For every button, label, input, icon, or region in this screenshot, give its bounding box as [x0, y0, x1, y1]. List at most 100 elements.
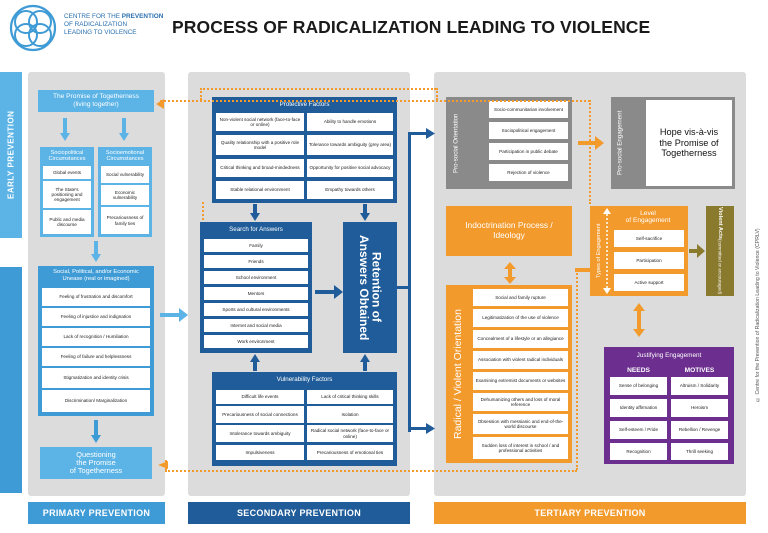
socioemotional-title: Socioemotional Circumstances	[105, 149, 145, 162]
indoctrination-label: Indoctrination Process / Ideology	[465, 220, 553, 240]
vulnerability-item: Isolation	[307, 406, 393, 423]
unease-item: Feeling of frustration and discomfort	[42, 288, 150, 306]
arrow-down-right-1	[119, 118, 129, 147]
arrow-down-to-unease	[91, 241, 101, 268]
sociopolitical-item: Public and media discourse	[43, 210, 91, 234]
dotted-line-secondary-down	[436, 88, 438, 100]
radical-item: Sudden loss of interest in school / and …	[473, 437, 568, 459]
arrow-search-to-retention	[315, 285, 343, 304]
dotted-line-secondary-top	[200, 88, 436, 90]
arrow-right-icon	[689, 244, 705, 258]
dotted-line-secondary-rise	[202, 202, 204, 220]
retention-label: Retention of Answers Obtained	[357, 234, 384, 341]
unease-item: Discrimination/ Marginalization	[42, 390, 150, 412]
protective-item: Empathy towards others	[307, 181, 393, 199]
justifying-title: Justifying Engagement	[636, 351, 702, 359]
level-item: Self-sacrifice	[614, 230, 684, 247]
needs-item: Sense of belonging	[610, 377, 667, 395]
arrow-down-icon	[91, 241, 101, 262]
sociopolitical-item: The State's positioning and engagement	[43, 181, 91, 208]
radical-item: Association with violent radical individ…	[473, 351, 568, 369]
double-arrow-vertical-icon	[633, 303, 645, 337]
prosocial-item: Rejection of violence	[489, 164, 568, 181]
org-line3: LEADING TO VIOLENCE	[64, 29, 137, 36]
logo-rings-icon	[9, 4, 57, 52]
arrow-up-icon	[360, 354, 370, 371]
dotted-line-bottom	[165, 470, 577, 472]
radical-item: Concealment of a lifestyle or an allegia…	[473, 330, 568, 348]
early-prevention-strip: EARLY PREVENTION	[0, 72, 22, 238]
dotted-arrowhead-bottom	[158, 456, 168, 474]
prosocial-orientation-label: Pro-social Orientation	[452, 113, 460, 173]
footer-primary: PRIMARY PREVENTION	[28, 502, 165, 524]
unease-item: Feeling of injustice and indignation	[42, 308, 150, 326]
questioning-box: Questioning the Promise of Togetherness	[40, 447, 152, 479]
level-item: Active support	[614, 274, 684, 291]
promise-of-togetherness-box: The Promise of Togetherness (living toge…	[38, 90, 154, 112]
search-item: Family	[204, 239, 308, 252]
prosocial-engagement-label: Pro-social Engagement	[616, 110, 624, 176]
arrow-down-icon	[60, 118, 70, 141]
violent-acts-label: Violent Acts	[717, 207, 724, 240]
arrow-level-to-justifying	[633, 303, 645, 342]
dotted-line-top-right	[589, 100, 591, 204]
dotted-line-secondary-left	[200, 88, 202, 100]
unease-item: Feeling of failure and helplessness	[42, 348, 150, 366]
dotted-line-top	[160, 100, 590, 102]
arrow-prosocial-to-engagement	[578, 136, 604, 155]
vulnerability-item: Impulsiveness	[216, 445, 304, 460]
vulnerability-item: Intolerance towards ambiguity	[216, 425, 304, 442]
socioemotional-item: Social vulnerability	[101, 166, 149, 183]
hope-label: Hope vis-à-vis the Promise of Togetherne…	[659, 127, 719, 159]
connector-arrows-icon	[397, 128, 435, 434]
search-item: Mentors	[204, 287, 308, 300]
needs-header: NEEDS	[627, 366, 650, 374]
search-item: Work environment	[204, 335, 308, 348]
arrow-down-icon	[360, 204, 370, 221]
arrow-down-icon	[119, 118, 129, 141]
arrow-right-icon	[160, 308, 188, 322]
arrow-right-to-secondary	[160, 308, 188, 327]
motives-item: Rebellion / Revenge	[671, 421, 728, 439]
arrow-right-icon	[315, 285, 343, 299]
hope-box: Hope vis-à-vis the Promise of Togetherne…	[646, 100, 732, 186]
unease-item: Stigmatization and identity crisis	[42, 368, 150, 388]
vulnerability-item: Precariousness of emotional ties	[307, 445, 393, 460]
dotted-line-lower-right	[576, 270, 578, 470]
logo	[6, 2, 60, 54]
radical-item: Examining extremist documents or website…	[473, 372, 568, 390]
arrow-indoctrination-radical	[504, 262, 516, 289]
vulnerability-title: Vulnerability Factors	[276, 375, 333, 383]
protective-item: Ability to handle emotions	[307, 113, 393, 131]
level-dotted-arrow	[603, 208, 611, 299]
promise-title: The Promise of Togetherness (living toge…	[52, 93, 139, 108]
arrow-down-icon	[91, 420, 101, 443]
dotted-double-arrow-icon	[603, 208, 611, 294]
retention-connector	[397, 128, 437, 443]
indoctrination-box: Indoctrination Process / Ideology	[446, 206, 572, 256]
level-title: Level of Engagement	[625, 209, 671, 224]
org-line2: OF RADICALIZATION	[64, 21, 128, 28]
radical-orientation-label: Radical / Violent Orientation	[452, 309, 464, 439]
arrow-vulnerability-to-retention	[360, 354, 370, 377]
arrow-left-icon	[156, 99, 164, 109]
level-item: Participation	[614, 252, 684, 269]
violent-acts-sub: (committed or encouraged)	[717, 239, 723, 295]
protective-title: Protective Factors	[279, 100, 330, 108]
socioemotional-item: Precariousness of family ties	[101, 207, 149, 234]
protective-item: Quality relationship with a positive rol…	[216, 135, 304, 155]
arrow-down-to-questioning	[91, 420, 101, 449]
protective-item: Critical thinking and broad-mindedness	[216, 159, 304, 177]
arrow-protective-to-retention	[360, 204, 370, 227]
vulnerability-item: Radical social network (face-to-face or …	[307, 425, 393, 442]
arrow-up-icon	[250, 354, 260, 371]
footer-secondary: SECONDARY PREVENTION	[188, 502, 410, 524]
needs-item: Self-esteem / Pride	[610, 421, 667, 439]
early-prevention-label: EARLY PREVENTION	[6, 110, 16, 200]
protective-item: Tolerance towards ambiguity (grey area)	[307, 135, 393, 155]
radical-item: Dehumanizing others and loss of moral re…	[473, 393, 568, 411]
sociopolitical-title: Sociopolitical Circumstances	[48, 149, 86, 162]
dotted-arrowhead-left	[156, 96, 164, 114]
vulnerability-item: Precariousness of social connections	[216, 406, 304, 423]
arrow-vulnerability-to-search	[250, 354, 260, 377]
